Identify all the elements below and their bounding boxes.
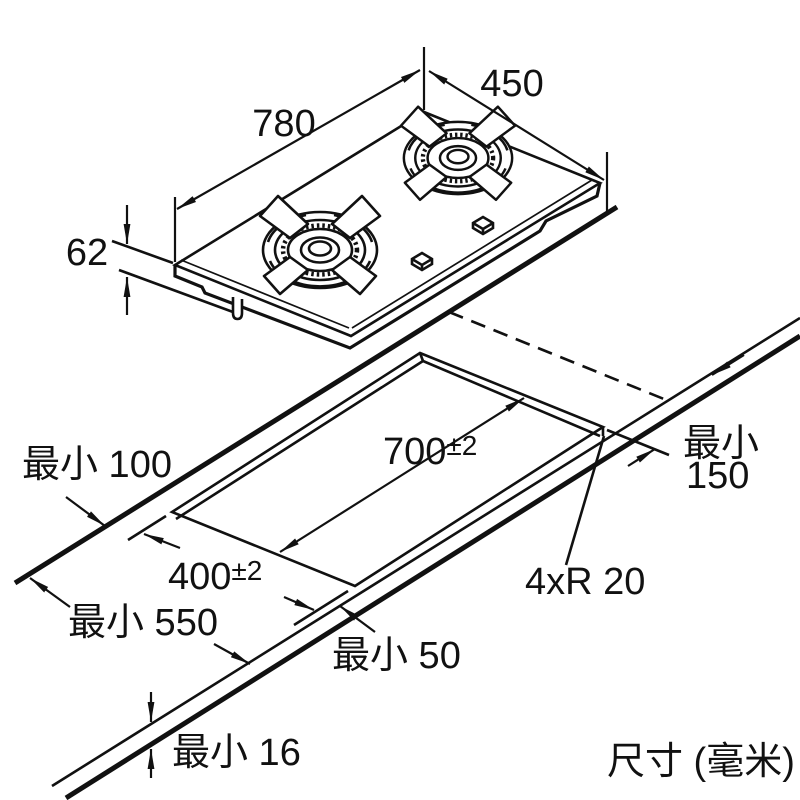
hob-depth-label: 450 bbox=[480, 63, 543, 105]
gas-inlet bbox=[231, 297, 244, 321]
projection-dashed-line bbox=[448, 310, 665, 401]
dim-cutout-length: 700±2 bbox=[279, 397, 525, 553]
extension-line-right bbox=[606, 428, 670, 457]
dim-hob-depth: 450 bbox=[428, 63, 609, 211]
clearance-right-label-2: 150 bbox=[686, 455, 749, 497]
worktop bbox=[13, 204, 800, 800]
dim-hob-width: 780 bbox=[173, 47, 426, 262]
worktop-front-edge-bottom bbox=[64, 333, 800, 800]
extension-line-left bbox=[127, 514, 167, 542]
clearance-thickness: 最小 16 bbox=[147, 692, 301, 778]
extension-line-front bbox=[293, 589, 349, 627]
cutout-outline bbox=[169, 351, 606, 588]
clearance-front: 最小 50 bbox=[332, 605, 461, 677]
units-note: 尺寸 (毫米) bbox=[607, 741, 795, 783]
clearance-rear: 最小 100 bbox=[22, 444, 172, 527]
cutout-length-label: 700±2 bbox=[383, 430, 477, 473]
burner-right bbox=[401, 107, 515, 200]
hob-height-label: 62 bbox=[66, 232, 108, 274]
worktop-back-edge bbox=[13, 204, 619, 586]
clearance-thickness-label: 最小 16 bbox=[172, 732, 301, 774]
clearance-front-label: 最小 50 bbox=[332, 635, 461, 677]
cutout-inner-wall-right bbox=[422, 359, 601, 438]
worktop-front-edge-top bbox=[51, 316, 800, 788]
clearance-rear-label: 最小 100 bbox=[22, 444, 172, 486]
leader-line bbox=[564, 435, 606, 566]
hob-lower-profile bbox=[173, 182, 602, 350]
clearance-depth-label: 最小 550 bbox=[68, 602, 218, 644]
hob-drawing bbox=[172, 107, 603, 350]
clearance-right-label-1: 最小 bbox=[683, 423, 759, 465]
cutout-width-label: 400±2 bbox=[168, 555, 262, 598]
dim-cutout-width: 400±2 bbox=[143, 532, 315, 612]
clearance-worktop-depth: 最小 550 bbox=[29, 577, 251, 665]
hob-width-label: 780 bbox=[252, 103, 315, 145]
corner-radius-label: 4xR 20 bbox=[525, 561, 645, 603]
clearance-right: 最小 150 bbox=[627, 354, 759, 497]
dim-hob-height: 62 bbox=[66, 205, 234, 315]
cutout-corner-radius-note: 4xR 20 bbox=[525, 435, 645, 603]
